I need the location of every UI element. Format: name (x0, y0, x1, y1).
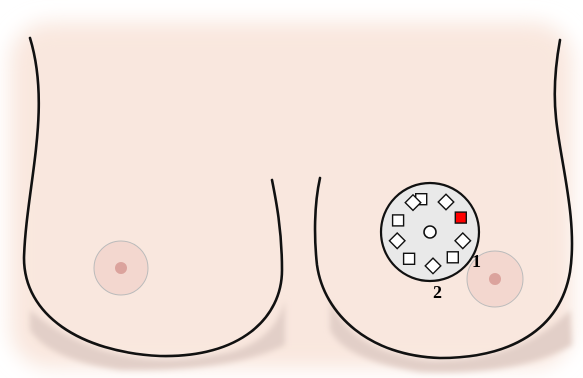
left-areola (94, 241, 148, 295)
left-nipple (115, 262, 127, 274)
position-wheel (381, 183, 479, 281)
highlighted-square (455, 212, 466, 223)
wheel-square (447, 252, 458, 263)
wheel-center-hole (424, 226, 436, 238)
label-1: 1 (472, 251, 481, 271)
label-2: 2 (433, 282, 442, 302)
wheel-square (393, 215, 404, 226)
wheel-square (404, 253, 415, 264)
right-nipple (489, 273, 501, 285)
